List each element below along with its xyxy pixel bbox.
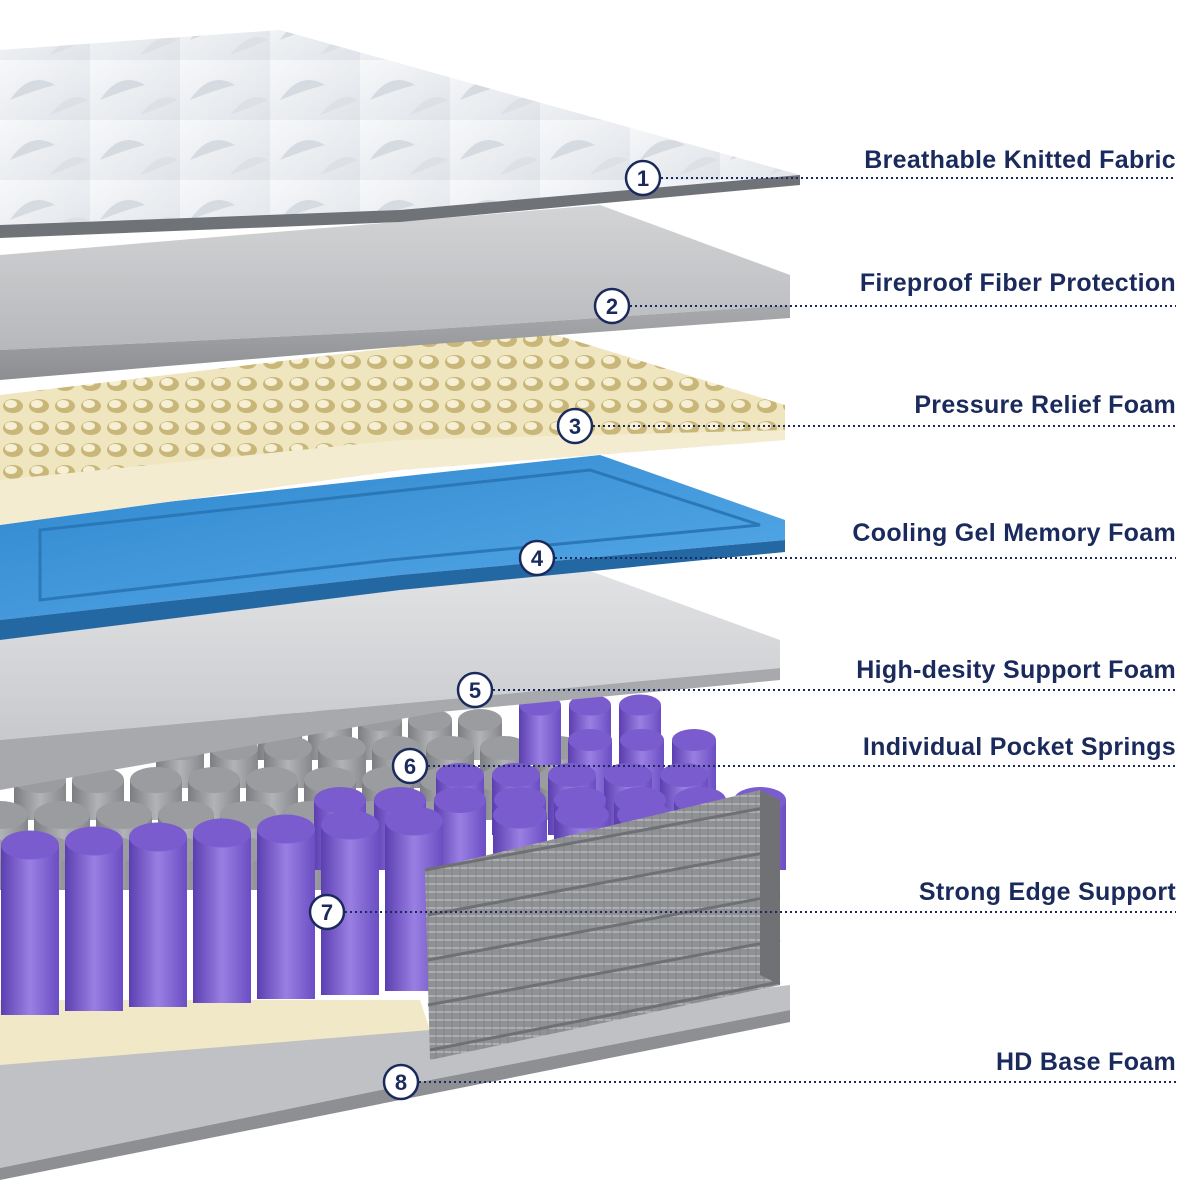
layer-label-1: Breathable Knitted Fabric	[864, 146, 1176, 174]
badge-number: 2	[606, 294, 618, 319]
fiber-layer	[0, 205, 790, 380]
badge-number: 1	[637, 166, 649, 191]
badge-number: 4	[531, 546, 544, 571]
layer-label-6: Individual Pocket Springs	[862, 733, 1176, 761]
pressure-foam-layer	[0, 330, 785, 525]
badge-8: 8	[382, 1063, 420, 1101]
pocket-spring	[65, 826, 123, 1011]
badge-6: 6	[391, 747, 429, 785]
layer-label-4: Cooling Gel Memory Foam	[852, 519, 1176, 547]
badge-number: 8	[395, 1070, 407, 1095]
fabric-layer	[0, 30, 800, 238]
spring-bed	[0, 1000, 430, 1065]
badge-number: 7	[321, 900, 333, 925]
pocket-spring	[257, 814, 315, 999]
pocket-spring	[321, 810, 379, 995]
layer-label-3: Pressure Relief Foam	[914, 391, 1176, 419]
pocket-spring	[130, 767, 182, 820]
pocket-spring	[519, 694, 561, 765]
pocket-spring	[129, 822, 187, 1007]
pocket-spring	[1, 830, 59, 1015]
layer-label-5: High-desity Support Foam	[856, 656, 1176, 684]
layer-label-2: Fireproof Fiber Protection	[859, 269, 1176, 297]
badge-2: 2	[593, 287, 631, 325]
pocket-spring	[193, 818, 251, 1003]
badge-7: 7	[308, 893, 346, 931]
badge-number: 5	[469, 678, 481, 703]
number-badges: 1 2 3 4 5 6 7 8	[308, 159, 662, 1101]
gel-foam-layer	[0, 455, 785, 640]
layer-label-8: HD Base Foam	[995, 1048, 1176, 1076]
edge-support-block	[424, 790, 781, 1060]
badge-4: 4	[518, 539, 556, 577]
badge-3: 3	[556, 407, 594, 445]
layer-label-7: Strong Edge Support	[918, 878, 1176, 906]
badge-number: 6	[404, 754, 416, 779]
badge-1: 1	[624, 159, 662, 197]
leader-lines	[345, 177, 1176, 1083]
badge-number: 3	[569, 414, 581, 439]
badge-5: 5	[456, 671, 494, 709]
